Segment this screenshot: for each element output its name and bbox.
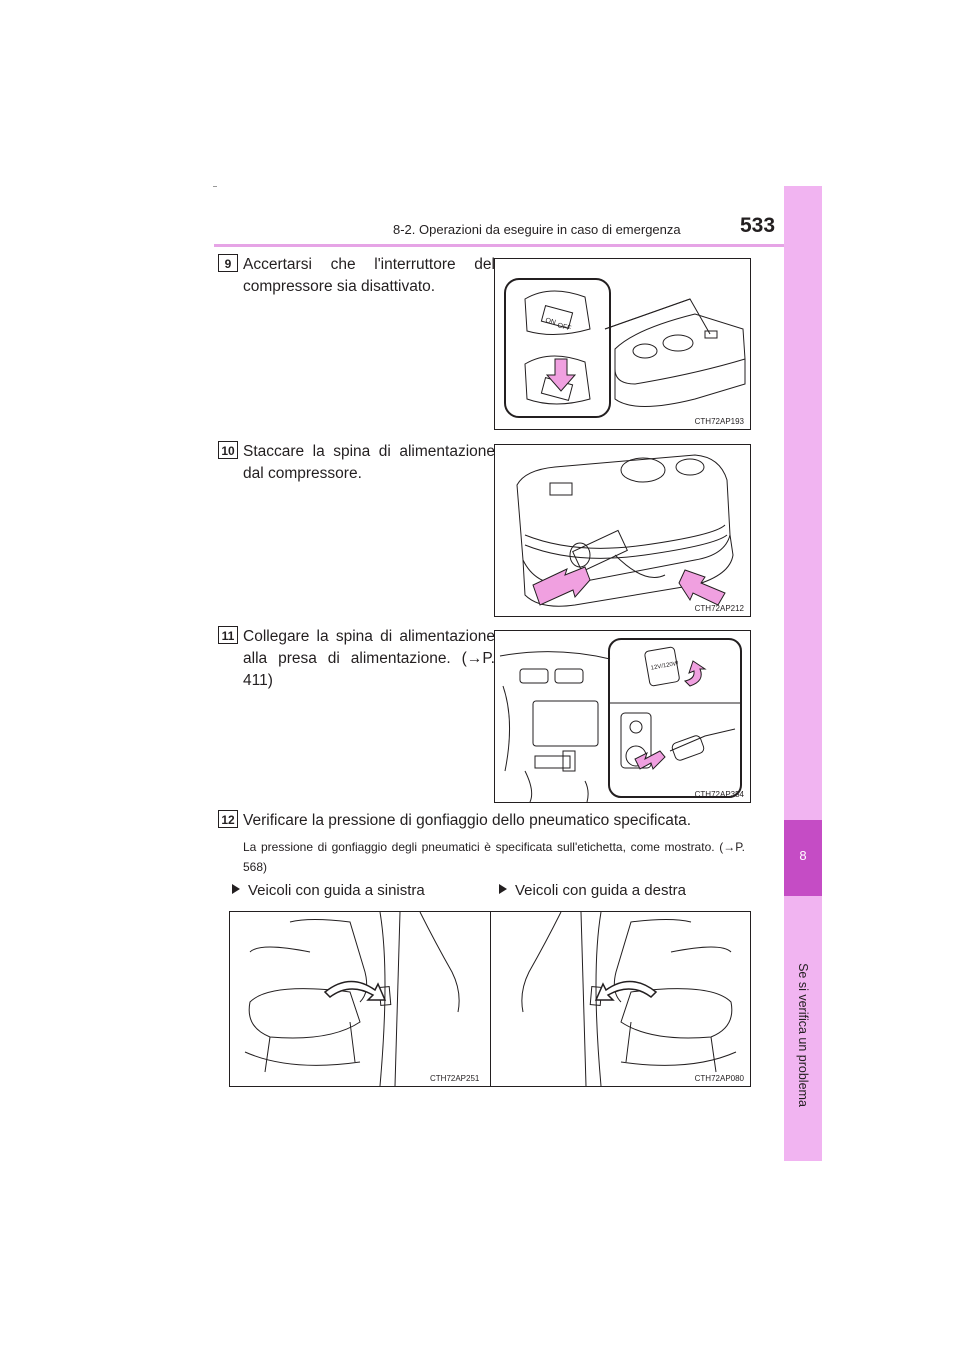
- step-text-11: Collegare la spina di alimentazione alla…: [243, 628, 495, 689]
- step-badge-9: 9: [218, 254, 238, 272]
- page-corner-mark: [213, 186, 217, 187]
- outlet-cap-label: 12V/120W: [650, 661, 679, 672]
- bullet-triangle-icon: [232, 884, 240, 894]
- step-text-10: Staccare la spina di alimentazione dal c…: [243, 443, 495, 482]
- variant-lhd-label: Veicoli con guida a sinistra: [232, 882, 425, 899]
- header-rule: [214, 244, 822, 247]
- rhd-seat-illustration: [521, 912, 737, 1086]
- variant-lhd-text: Veicoli con guida a sinistra: [248, 882, 425, 899]
- unplug-illustration: [516, 454, 734, 607]
- variant-rhd-label: Veicoli con guida a destra: [499, 882, 686, 899]
- variant-rhd-text: Veicoli con guida a destra: [515, 882, 686, 899]
- step-badge-12: 12: [218, 810, 238, 828]
- chapter-side-tab: [784, 186, 822, 1161]
- step-text-9: Accertarsi che l'interruttore del compre…: [243, 256, 495, 295]
- bullet-triangle-icon: [499, 884, 507, 894]
- section-header: 8-2. Operazioni da eseguire in caso di e…: [393, 222, 681, 237]
- figure-unplug-compressor: CTH72AP212: [494, 444, 751, 617]
- chapter-number-tab: 8: [784, 820, 822, 896]
- figure-divider: [490, 912, 491, 1086]
- step-text-12: Verificare la pressione di gonfiaggio de…: [243, 812, 692, 829]
- compressor-switch-illustration: ON OFF: [504, 278, 746, 418]
- figure-tire-label-location: CTH72AP251 CTH72AP080: [229, 911, 751, 1087]
- step-badge-11: 11: [218, 626, 238, 644]
- power-outlet-illustration: 12V/120W: [499, 638, 742, 802]
- figure-code: CTH72AP193: [694, 417, 744, 426]
- page-number: 533: [740, 214, 776, 237]
- figure-code-rhd: CTH72AP080: [694, 1074, 744, 1083]
- figure-code: CTH72AP212: [694, 604, 744, 613]
- step-badge-10: 10: [218, 441, 238, 459]
- chapter-title-container: Se si verifica un problema: [795, 915, 811, 1155]
- figure-power-outlet: 12V/120W CTH72AP354: [494, 630, 751, 803]
- figure-code: CTH72AP354: [694, 790, 744, 799]
- figure-compressor-switch: ON OFF CTH72AP193: [494, 258, 751, 430]
- switch-off-label: OFF: [556, 322, 571, 332]
- chapter-title: Se si verifica un problema: [796, 963, 810, 1107]
- chapter-number: 8: [799, 848, 807, 863]
- lhd-seat-illustration: [244, 912, 460, 1086]
- step-12-note: La pressione di gonfiaggio degli pneumat…: [243, 840, 745, 874]
- figure-code-lhd: CTH72AP251: [430, 1074, 480, 1083]
- switch-on-label: ON: [544, 317, 556, 326]
